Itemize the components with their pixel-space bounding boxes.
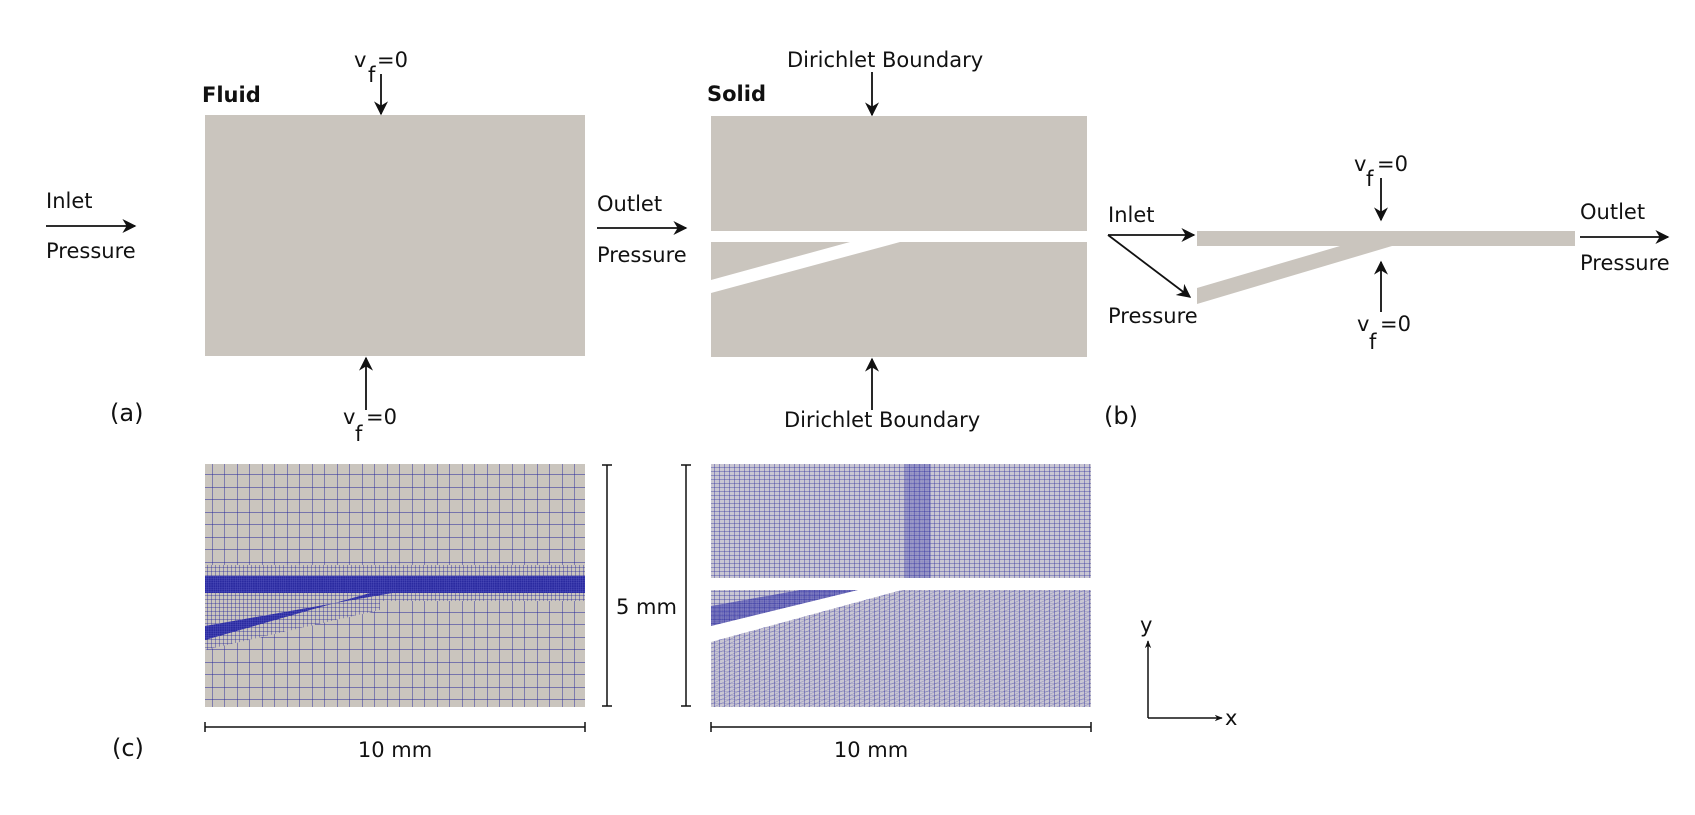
fluid-mesh-channel (205, 576, 585, 593)
x-axis-label: x (1225, 706, 1237, 730)
panel-a-tag: (a) (110, 399, 143, 427)
b-bottom-bc-sub: f (1369, 330, 1377, 354)
solid-top-bc-label: Dirichlet Boundary (787, 48, 983, 72)
fluid-width-label: 10 mm (358, 738, 432, 762)
channel-main (1197, 231, 1575, 246)
solid-mesh-upper-refine (905, 464, 931, 578)
fluid-mesh-refine-branch (205, 600, 380, 650)
panel-a-solid: Solid Dirichlet Boundary Dirichlet Bound… (110, 48, 1087, 432)
b-top-bc-sub: f (1366, 167, 1374, 191)
fluid-bottom-bc-v: v (343, 405, 355, 429)
b-outlet-pressure: Pressure (1580, 251, 1670, 275)
panel-c-tag: (c) (112, 734, 144, 762)
panel-c-fluid-mesh: 10 mm 5 mm (c) (112, 464, 691, 762)
solid-mesh-lower-skew (711, 590, 1091, 707)
b-top-bc-val: =0 (1377, 152, 1408, 176)
b-outlet-label: Outlet (1580, 200, 1645, 224)
solid-title: Solid (707, 82, 766, 106)
fluid-inlet-pressure: Pressure (46, 239, 136, 263)
solid-mesh-wedge-refine (711, 590, 858, 626)
height-label: 5 mm (616, 595, 677, 619)
solid-upper-block (711, 116, 1087, 231)
solid-bottom-bc-label: Dirichlet Boundary (784, 408, 980, 432)
panel-a-fluid: Fluid v f =0 v f =0 Inlet Pressure (46, 48, 585, 446)
b-top-bc-v: v (1354, 152, 1366, 176)
solid-lower-block (711, 242, 1087, 357)
solid-width-label: 10 mm (834, 738, 908, 762)
fluid-domain (205, 115, 585, 356)
solid-outlet-pressure: Pressure (597, 243, 687, 267)
b-bottom-bc-v: v (1357, 312, 1369, 336)
b-inlet-label: Inlet (1108, 203, 1155, 227)
b-bottom-bc-val: =0 (1380, 312, 1411, 336)
solid-mesh-upper (711, 464, 1091, 578)
fluid-inlet-label: Inlet (46, 189, 93, 213)
fluid-bottom-bc-val: =0 (366, 405, 397, 429)
fluid-top-bc-sub: f (368, 63, 376, 87)
fluid-bottom-bc-sub: f (355, 422, 363, 446)
y-axis-label: y (1140, 613, 1152, 637)
fluid-top-bc-v: v (354, 48, 366, 72)
b-inlet-arrow-branch (1107, 234, 1192, 298)
solid-outlet-label: Outlet (597, 192, 662, 216)
panel-b-tag: (b) (1104, 402, 1138, 430)
fluid-title: Fluid (202, 83, 261, 107)
fluid-top-bc-val: =0 (377, 48, 408, 72)
coordinate-axes: y x (1140, 613, 1237, 730)
b-inlet-pressure: Pressure (1108, 304, 1198, 328)
panel-c-solid-mesh: 10 mm (710, 464, 1092, 762)
panel-b: Inlet Pressure v f =0 v f =0 Outlet Pres… (1104, 152, 1670, 430)
channel-branch (1197, 246, 1392, 304)
